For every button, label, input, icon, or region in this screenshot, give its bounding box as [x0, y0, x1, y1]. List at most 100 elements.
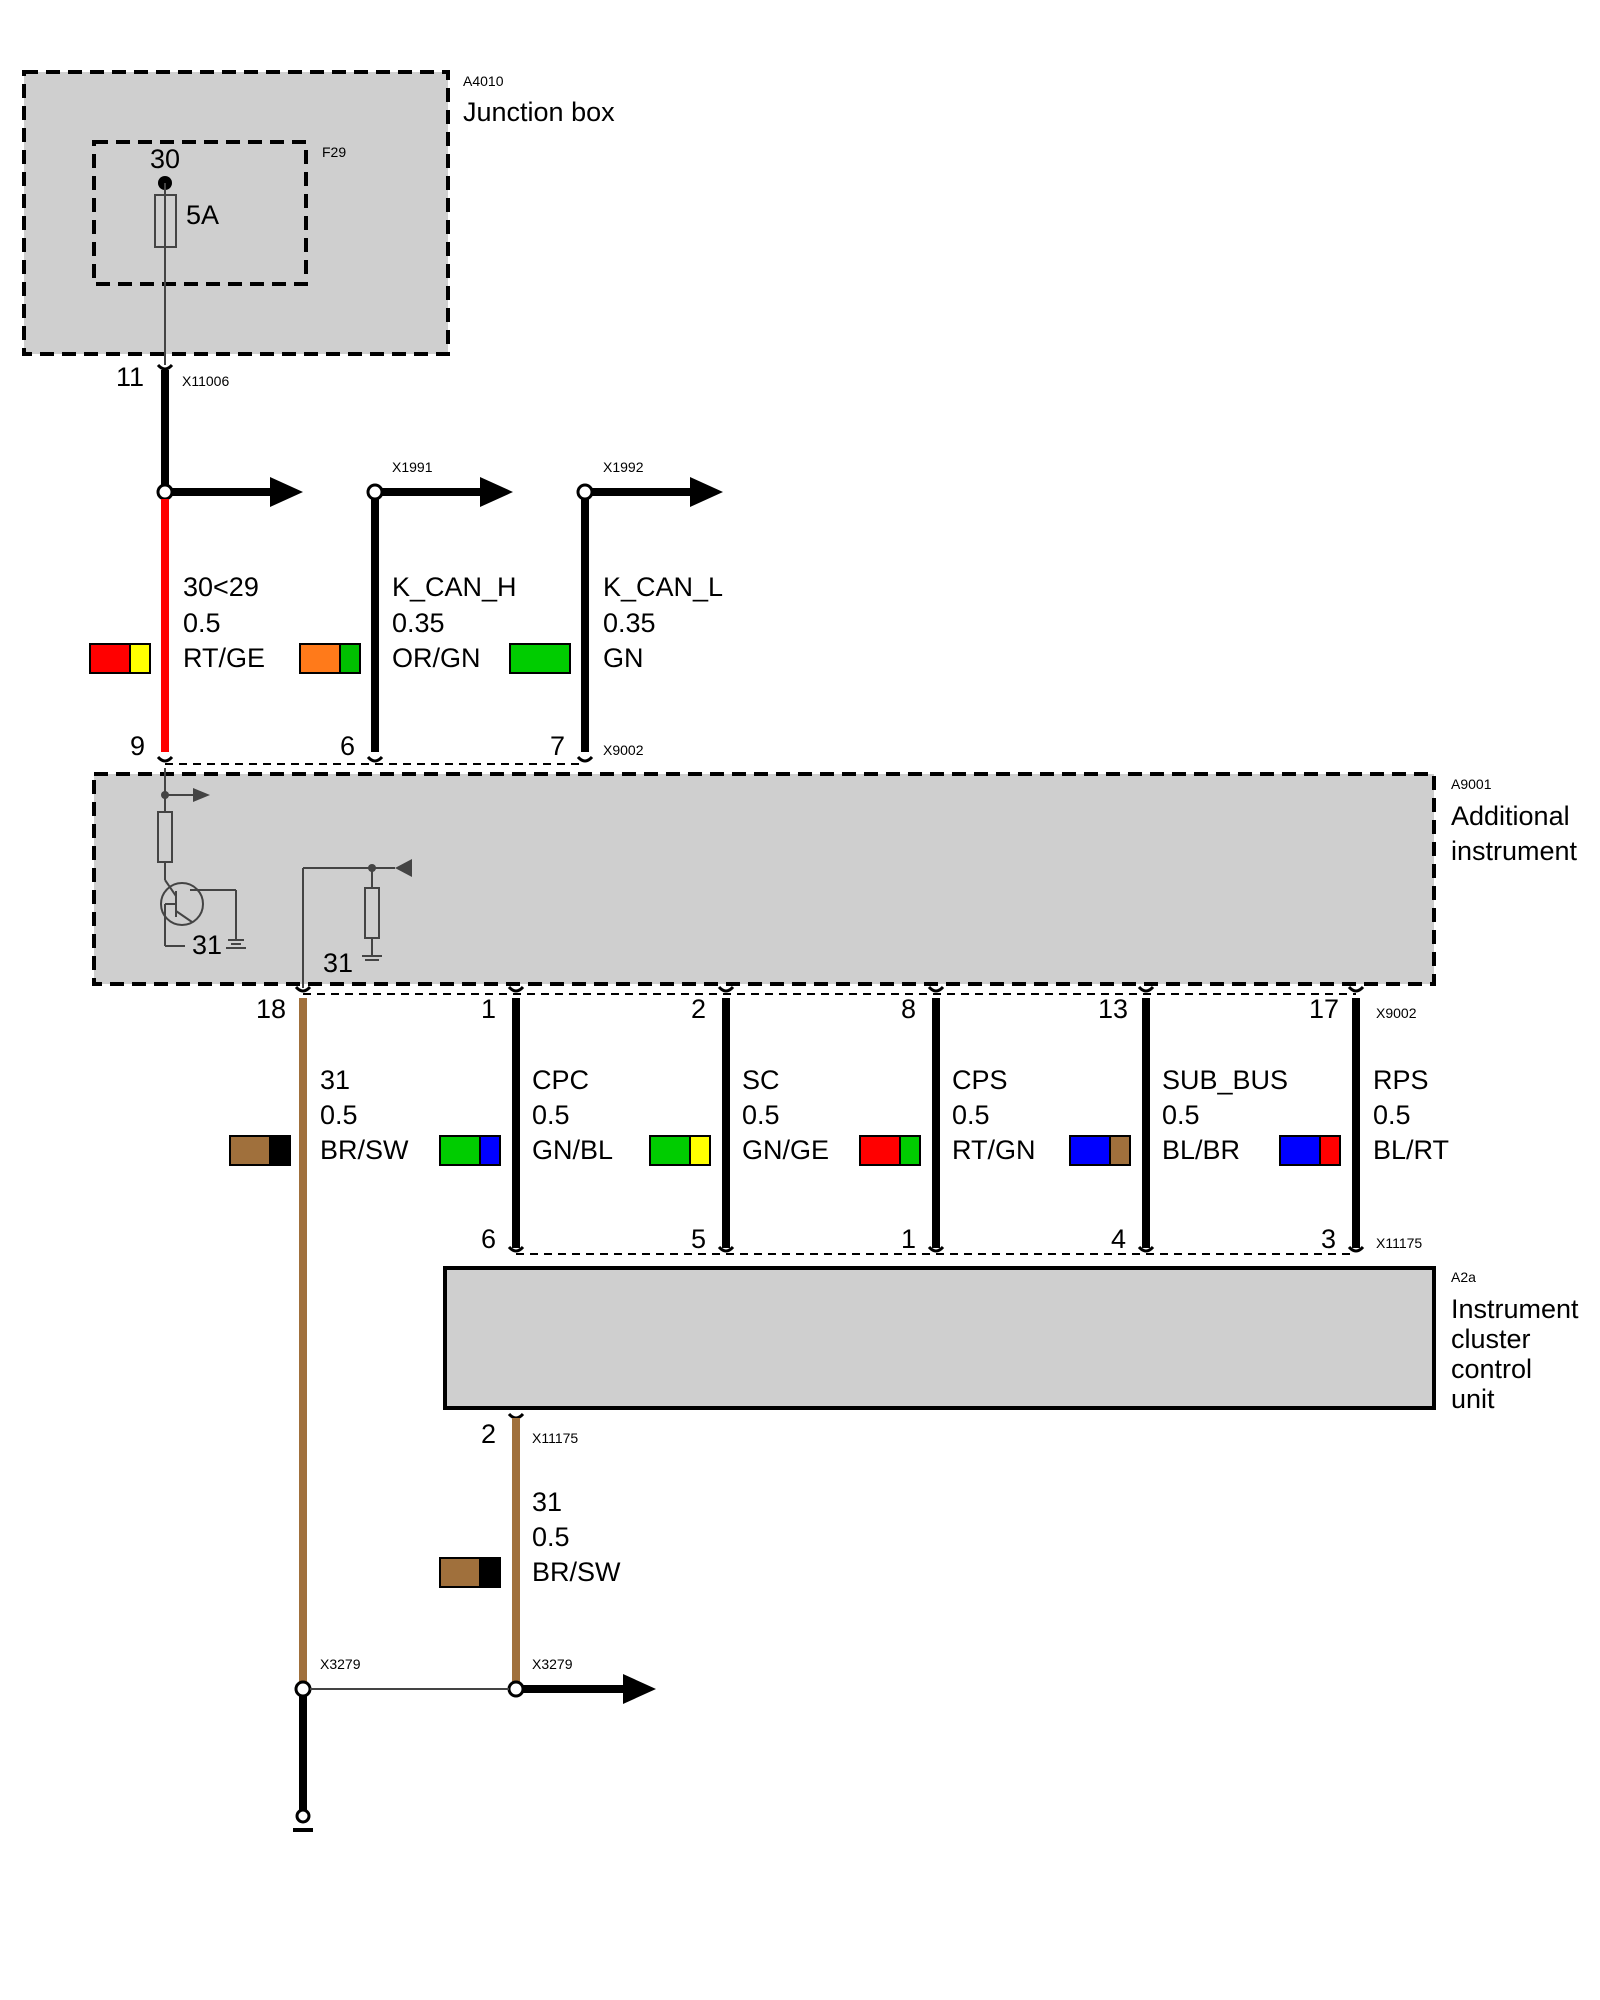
svg-text:BR/SW: BR/SW	[532, 1557, 621, 1587]
connector-x11006-pin: 11	[116, 362, 144, 392]
branch-arrow	[270, 477, 303, 507]
svg-text:BL/BR: BL/BR	[1162, 1135, 1240, 1165]
svg-text:BL/RT: BL/RT	[1373, 1135, 1449, 1165]
x11175-bottom-id: X11175	[532, 1430, 578, 1446]
x9002-top-pin-6: 6	[340, 731, 355, 761]
transistor-circuit: 31	[157, 768, 246, 960]
connector-x11006: 11 X11006	[116, 362, 229, 392]
x11175-bottom-pin-2: 2	[481, 1419, 496, 1449]
svg-text:0.5: 0.5	[952, 1100, 990, 1130]
junction-box-id: A4010	[463, 73, 504, 89]
connector-x9002-top: 9 6 7 X9002	[130, 731, 644, 765]
wire-30-29-color-code: RT/GE	[183, 643, 265, 673]
instrument-cluster-name-2: cluster	[1451, 1324, 1531, 1354]
fuse-holder-id: F29	[322, 144, 346, 160]
svg-text:0.5: 0.5	[1373, 1100, 1411, 1130]
junction-box-name: Junction box	[463, 97, 615, 127]
additional-instrument-id: A9001	[1451, 776, 1492, 792]
x9002-bottom-pin-1: 1	[481, 994, 496, 1024]
color-swatch-rt-ge	[89, 643, 151, 674]
x9002-top-pin-9: 9	[130, 731, 145, 761]
color-swatch-gn	[509, 643, 571, 674]
x9002-bottom-id: X9002	[1376, 1005, 1417, 1021]
x3279-right-id: X3279	[532, 1656, 573, 1672]
transistor-icon	[160, 882, 204, 926]
svg-text:0.5: 0.5	[742, 1100, 780, 1130]
wire-label-cpc: CPC 0.5 GN/BL	[439, 1065, 613, 1166]
connector-x9002-bottom: 18 1 2 8 13 17 X9002	[256, 985, 1417, 1024]
x11175-top-pin-3: 3	[1321, 1224, 1336, 1254]
x11175-top-pin-4: 4	[1111, 1224, 1126, 1254]
wire-label-rps: RPS 0.5 BL/RT	[1279, 1065, 1449, 1166]
x11175-top-pin-1: 1	[901, 1224, 916, 1254]
svg-text:CPC: CPC	[532, 1065, 589, 1095]
svg-text:RT/GN: RT/GN	[952, 1135, 1036, 1165]
fuse-rating: 5A	[186, 200, 219, 230]
x9002-bottom-pin-18: 18	[256, 994, 286, 1024]
svg-text:BR/SW: BR/SW	[320, 1135, 409, 1165]
connector-x11006-id: X11006	[182, 373, 229, 389]
wire-k-can-h-size: 0.35	[392, 608, 445, 638]
instrument-cluster-name-4: unit	[1451, 1384, 1495, 1414]
arrow-x1991	[480, 477, 513, 507]
svg-text:0.5: 0.5	[320, 1100, 358, 1130]
svg-text:SC: SC	[742, 1065, 780, 1095]
x3279-left-id: X3279	[320, 1656, 361, 1672]
x9002-bottom-pin-8: 8	[901, 994, 916, 1024]
splice-point-top	[156, 483, 174, 501]
wire-k-can-l-color-code: GN	[603, 643, 644, 673]
connector-x1991-id: X1991	[392, 459, 433, 475]
ground-terminal	[293, 1696, 313, 1832]
connector-x3279: X3279 X3279	[294, 1656, 656, 1704]
svg-text:0.5: 0.5	[532, 1100, 570, 1130]
fuse-terminal-label: 30	[150, 144, 180, 174]
wire-k-can-h-signal: K_CAN_H	[392, 572, 517, 602]
svg-text:GN/GE: GN/GE	[742, 1135, 829, 1165]
svg-text:31: 31	[320, 1065, 350, 1095]
additional-instrument-name-1: Additional	[1451, 801, 1570, 831]
x11175-top-id: X11175	[1376, 1235, 1422, 1251]
wire-30-29-signal: 30<29	[183, 572, 259, 602]
wire-label-sc: SC 0.5 GN/GE	[649, 1065, 829, 1166]
instrument-cluster-id: A2a	[1451, 1269, 1476, 1285]
svg-text:31: 31	[532, 1487, 562, 1517]
arrow-x3279	[623, 1674, 656, 1704]
resistor-circuit: 31	[302, 859, 412, 988]
wire-30-29-size: 0.5	[183, 608, 221, 638]
wire-label-31: 31 0.5 BR/SW	[229, 1065, 409, 1166]
svg-text:CPS: CPS	[952, 1065, 1008, 1095]
x11175-top-pin-6: 6	[481, 1224, 496, 1254]
wire-label-cps: CPS 0.5 RT/GN	[859, 1065, 1036, 1166]
junction-box: A4010 Junction box F29 30 5A	[22, 70, 615, 365]
wire-label-sub-bus: SUB_BUS 0.5 BL/BR	[1069, 1065, 1288, 1166]
instrument-cluster-name-1: Instrument	[1451, 1294, 1579, 1324]
x3279-left-point	[294, 1680, 312, 1698]
fuse-symbol	[154, 194, 177, 248]
arrow-x1992	[690, 477, 723, 507]
ground-label-right: 31	[323, 948, 353, 978]
x9002-bottom-pin-13: 13	[1098, 994, 1128, 1024]
color-swatch-or-gn	[299, 643, 361, 674]
x11175-top-pin-5: 5	[691, 1224, 706, 1254]
x9002-top-id: X9002	[603, 742, 644, 758]
connector-x1992-id: X1992	[603, 459, 644, 475]
ground-label-left: 31	[192, 930, 222, 960]
wire-label-bottom-31: 31 0.5 BR/SW	[439, 1487, 621, 1588]
svg-text:SUB_BUS: SUB_BUS	[1162, 1065, 1288, 1095]
x9002-bottom-pin-17: 17	[1309, 994, 1339, 1024]
wire-k-can-h-color-code: OR/GN	[392, 643, 481, 673]
connector-x11175-bottom: 2 X11175	[481, 1412, 578, 1449]
instrument-cluster-name-3: control	[1451, 1354, 1532, 1384]
wire-k-can-l-signal: K_CAN_L	[603, 572, 723, 602]
x3279-right-point	[507, 1680, 525, 1698]
splice-point-x1992	[576, 483, 594, 501]
wire-k-can-l-size: 0.35	[603, 608, 656, 638]
x9002-bottom-pin-2: 2	[691, 994, 706, 1024]
connector-x11175-top: 6 5 1 4 3 X11175	[481, 1224, 1422, 1255]
svg-text:0.5: 0.5	[1162, 1100, 1200, 1130]
x9002-top-pin-7: 7	[550, 731, 565, 761]
additional-instrument-name-2: instrument	[1451, 836, 1578, 866]
instrument-cluster-control-unit: A2a Instrument cluster control unit	[443, 1266, 1579, 1414]
splice-point-x1991	[366, 483, 384, 501]
